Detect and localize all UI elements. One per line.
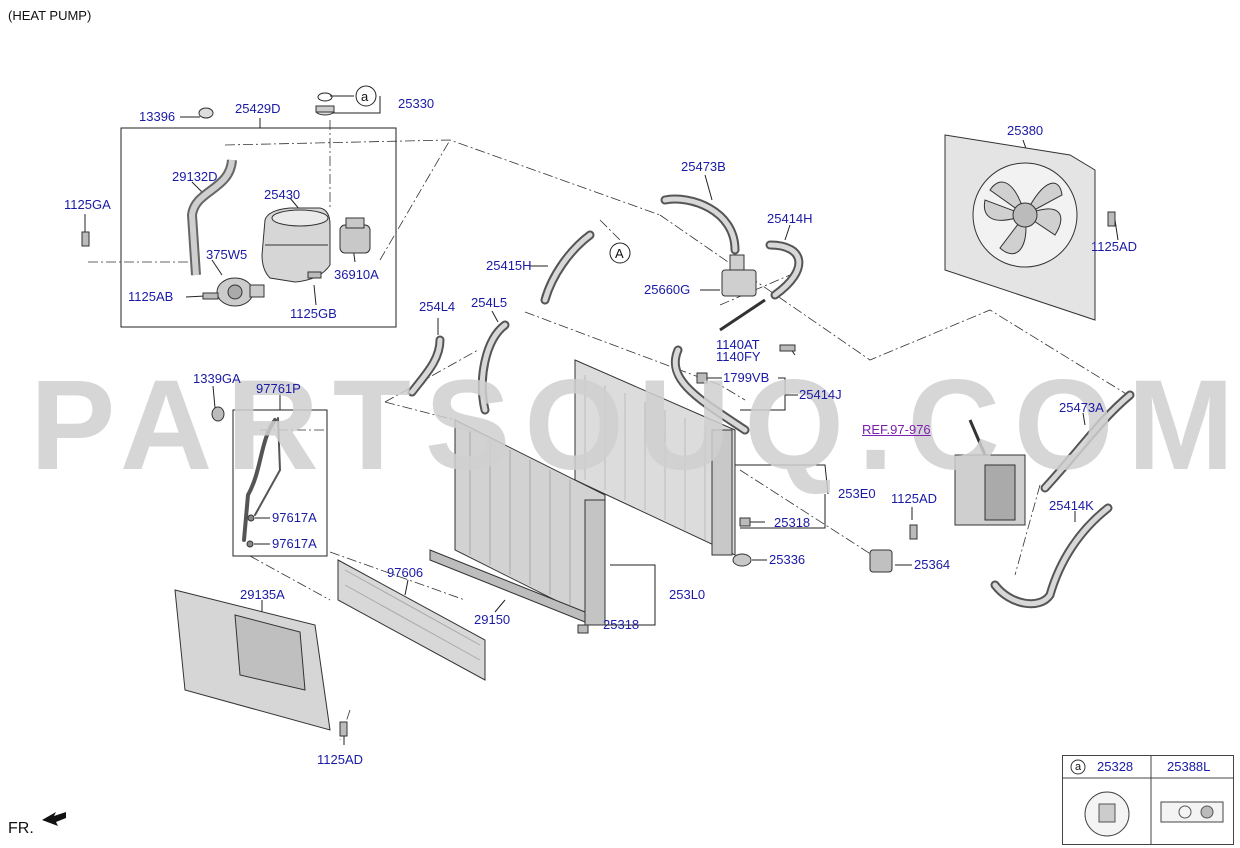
reservoir-group-box: [120, 127, 397, 328]
part-label-25414K[interactable]: 25414K: [1049, 498, 1094, 513]
part-label-25473A[interactable]: 25473A: [1059, 400, 1104, 415]
part-label-25318-top[interactable]: 25318: [774, 515, 811, 530]
bolt-1125AD-bot-part[interactable]: [339, 721, 348, 737]
bolt-1125AD-mid-part[interactable]: [909, 524, 918, 540]
part-label-25660G[interactable]: 25660G: [644, 282, 691, 297]
part-label-97761P[interactable]: 97761P: [256, 381, 301, 396]
part-label-29135A[interactable]: 29135A: [240, 587, 285, 602]
condenser-253E0-part[interactable]: [574, 359, 736, 556]
part-label-1125AD-mid[interactable]: 1125AD: [891, 491, 938, 506]
part-label-97617A-1[interactable]: 97617A: [272, 510, 317, 525]
part-label-1799VB[interactable]: 1799VB: [723, 370, 770, 385]
cap-25336-part[interactable]: [732, 553, 752, 567]
part-label-25429D[interactable]: 25429D: [235, 101, 281, 116]
part-label-1125GB[interactable]: 1125GB: [290, 306, 337, 321]
front-direction-arrow-icon: [42, 812, 66, 826]
part-label-97617A-2[interactable]: 97617A: [272, 536, 317, 551]
legend-marker: a: [1075, 761, 1082, 773]
part-label-25430[interactable]: 25430: [264, 187, 301, 202]
cooling-fan-assembly-part[interactable]: [944, 134, 1096, 321]
part-label-1140FY[interactable]: 1140FY: [716, 349, 761, 364]
mount-25364-part[interactable]: [869, 549, 893, 573]
part-label-253L0[interactable]: 253L0: [669, 587, 706, 602]
part-label-29132D[interactable]: 29132D: [172, 169, 218, 184]
bolt-1125AD-fan-part[interactable]: [1107, 211, 1116, 227]
bolt-1125GB-part[interactable]: [307, 271, 322, 279]
callout-a-letter: a: [361, 89, 369, 104]
legend-grid: [1063, 756, 1233, 844]
condenser-97606-part[interactable]: [337, 559, 486, 681]
part-label-1125AD-bot[interactable]: 1125AD: [317, 752, 364, 767]
bolt-1125AB-part[interactable]: [202, 292, 219, 300]
part-label-25414H[interactable]: 25414H: [767, 211, 813, 226]
electric-water-pump-part[interactable]: [216, 277, 265, 307]
reservoir-cap-part[interactable]: [315, 105, 335, 116]
bolt-1125GA-part[interactable]: [81, 231, 90, 247]
clip-25318-top-part[interactable]: [739, 517, 751, 527]
part-label-1125AB[interactable]: 1125AB: [128, 289, 174, 304]
radiator-253L0-part[interactable]: [454, 419, 606, 626]
part-label-97606[interactable]: 97606: [387, 565, 424, 580]
clip-1799VB-part[interactable]: [696, 372, 708, 384]
part-label-13396[interactable]: 13396: [139, 109, 176, 124]
part-label-1339GA[interactable]: 1339GA: [193, 371, 241, 386]
callout-a-circle: [355, 85, 377, 107]
callout-A-letter: A: [615, 246, 624, 261]
part-label-25330[interactable]: 25330: [398, 96, 435, 111]
nut-13396-part[interactable]: [198, 107, 214, 119]
part-label-29150[interactable]: 29150: [474, 612, 511, 627]
part-label-375W5[interactable]: 375W5: [206, 247, 248, 262]
caution-label-icon: [1161, 802, 1223, 822]
grommet-1339GA-part[interactable]: [211, 406, 225, 422]
wiring-group-box: [232, 409, 328, 557]
valve-25660G-part[interactable]: [719, 254, 766, 332]
legend-table: a 25328 25388L: [1062, 755, 1234, 845]
heat-pump-module-part[interactable]: [954, 419, 1026, 526]
part-label-25336[interactable]: 25336: [769, 552, 806, 567]
ref-link-97-976[interactable]: REF.97-976: [862, 422, 931, 437]
part-label-1140AT[interactable]: 1140AT: [716, 337, 760, 352]
page-title: (HEAT PUMP): [8, 8, 92, 23]
legend-part-25388L[interactable]: 25388L: [1167, 759, 1211, 774]
part-label-25364[interactable]: 25364: [914, 557, 951, 572]
part-label-25380[interactable]: 25380: [1007, 123, 1044, 138]
front-direction-label: FR.: [8, 820, 34, 837]
expansion-tank-part[interactable]: [261, 207, 331, 283]
part-label-25414J[interactable]: 25414J: [799, 387, 842, 402]
part-label-254L5[interactable]: 254L5: [471, 295, 508, 310]
part-label-254L4[interactable]: 254L4: [419, 299, 456, 314]
callout-A-circle: [609, 242, 631, 264]
part-label-25318-bot[interactable]: 25318: [603, 617, 640, 632]
air-guard-29135A-part[interactable]: [174, 589, 331, 731]
part-label-36910A[interactable]: 36910A: [334, 267, 379, 282]
coolant-warning-label-icon: [1085, 792, 1129, 836]
part-label-25415H[interactable]: 25415H: [486, 258, 532, 273]
hose-25473B-part[interactable]: [660, 194, 740, 255]
coolant-valve-part[interactable]: [339, 217, 371, 254]
part-label-253E0[interactable]: 253E0: [838, 486, 876, 501]
clip-25318-bot-part[interactable]: [577, 624, 589, 634]
wire-harness-97761P-part[interactable]: [242, 418, 277, 542]
seal-29150-part[interactable]: [429, 549, 586, 623]
part-label-1125AD-fan[interactable]: 1125AD: [1091, 239, 1138, 254]
part-label-1125GA[interactable]: 1125GA: [64, 197, 111, 212]
hose-25415H-part[interactable]: [540, 230, 595, 305]
part-label-25473B[interactable]: 25473B: [681, 159, 726, 174]
bolt-1140AT-part[interactable]: [779, 344, 796, 352]
legend-part-25328[interactable]: 25328: [1097, 759, 1134, 774]
